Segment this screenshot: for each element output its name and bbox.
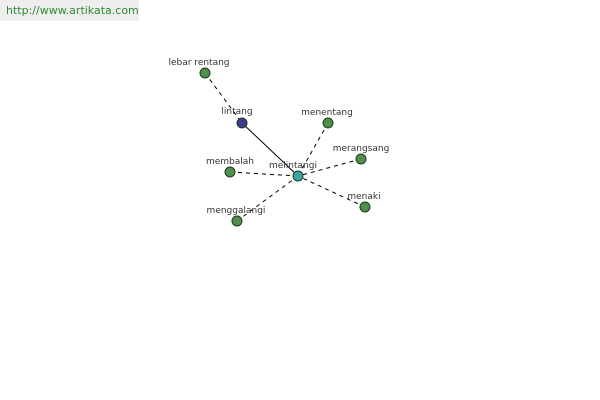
node-label-menentang[interactable]: menentang bbox=[301, 108, 353, 118]
node-label-membalah[interactable]: membalah bbox=[206, 157, 254, 167]
node-label-menggalangi[interactable]: menggalangi bbox=[207, 206, 266, 216]
edge-lebar_rentang-lintang bbox=[204, 72, 243, 124]
edge-membalah-melintangi bbox=[229, 171, 299, 177]
node-membalah[interactable] bbox=[224, 166, 236, 178]
node-lintang[interactable] bbox=[236, 117, 248, 129]
graph-nodes bbox=[199, 67, 371, 227]
node-menaki[interactable] bbox=[359, 201, 371, 213]
node-label-lebar_rentang[interactable]: lebar rentang bbox=[168, 58, 229, 68]
node-menggalangi[interactable] bbox=[231, 215, 243, 227]
node-melintangi[interactable] bbox=[292, 170, 304, 182]
graph-edges bbox=[204, 72, 366, 222]
node-lebar_rentang[interactable] bbox=[199, 67, 211, 79]
graph-labels: melintangi lintang lebar rentang menentang m… bbox=[168, 58, 389, 216]
node-label-menaki[interactable]: menaki bbox=[347, 192, 380, 202]
node-merangsang[interactable] bbox=[355, 153, 367, 165]
source-url[interactable]: http://www.artikata.com bbox=[0, 0, 139, 21]
edge-merangsang-melintangi bbox=[297, 158, 362, 177]
node-label-merangsang[interactable]: merangsang bbox=[333, 144, 390, 154]
edge-lintang-melintangi bbox=[241, 122, 299, 177]
node-label-lintang[interactable]: lintang bbox=[221, 107, 252, 117]
edge-menentang-melintangi bbox=[297, 122, 329, 177]
node-menentang[interactable] bbox=[322, 117, 334, 129]
node-label-melintangi[interactable]: melintangi bbox=[269, 161, 317, 171]
